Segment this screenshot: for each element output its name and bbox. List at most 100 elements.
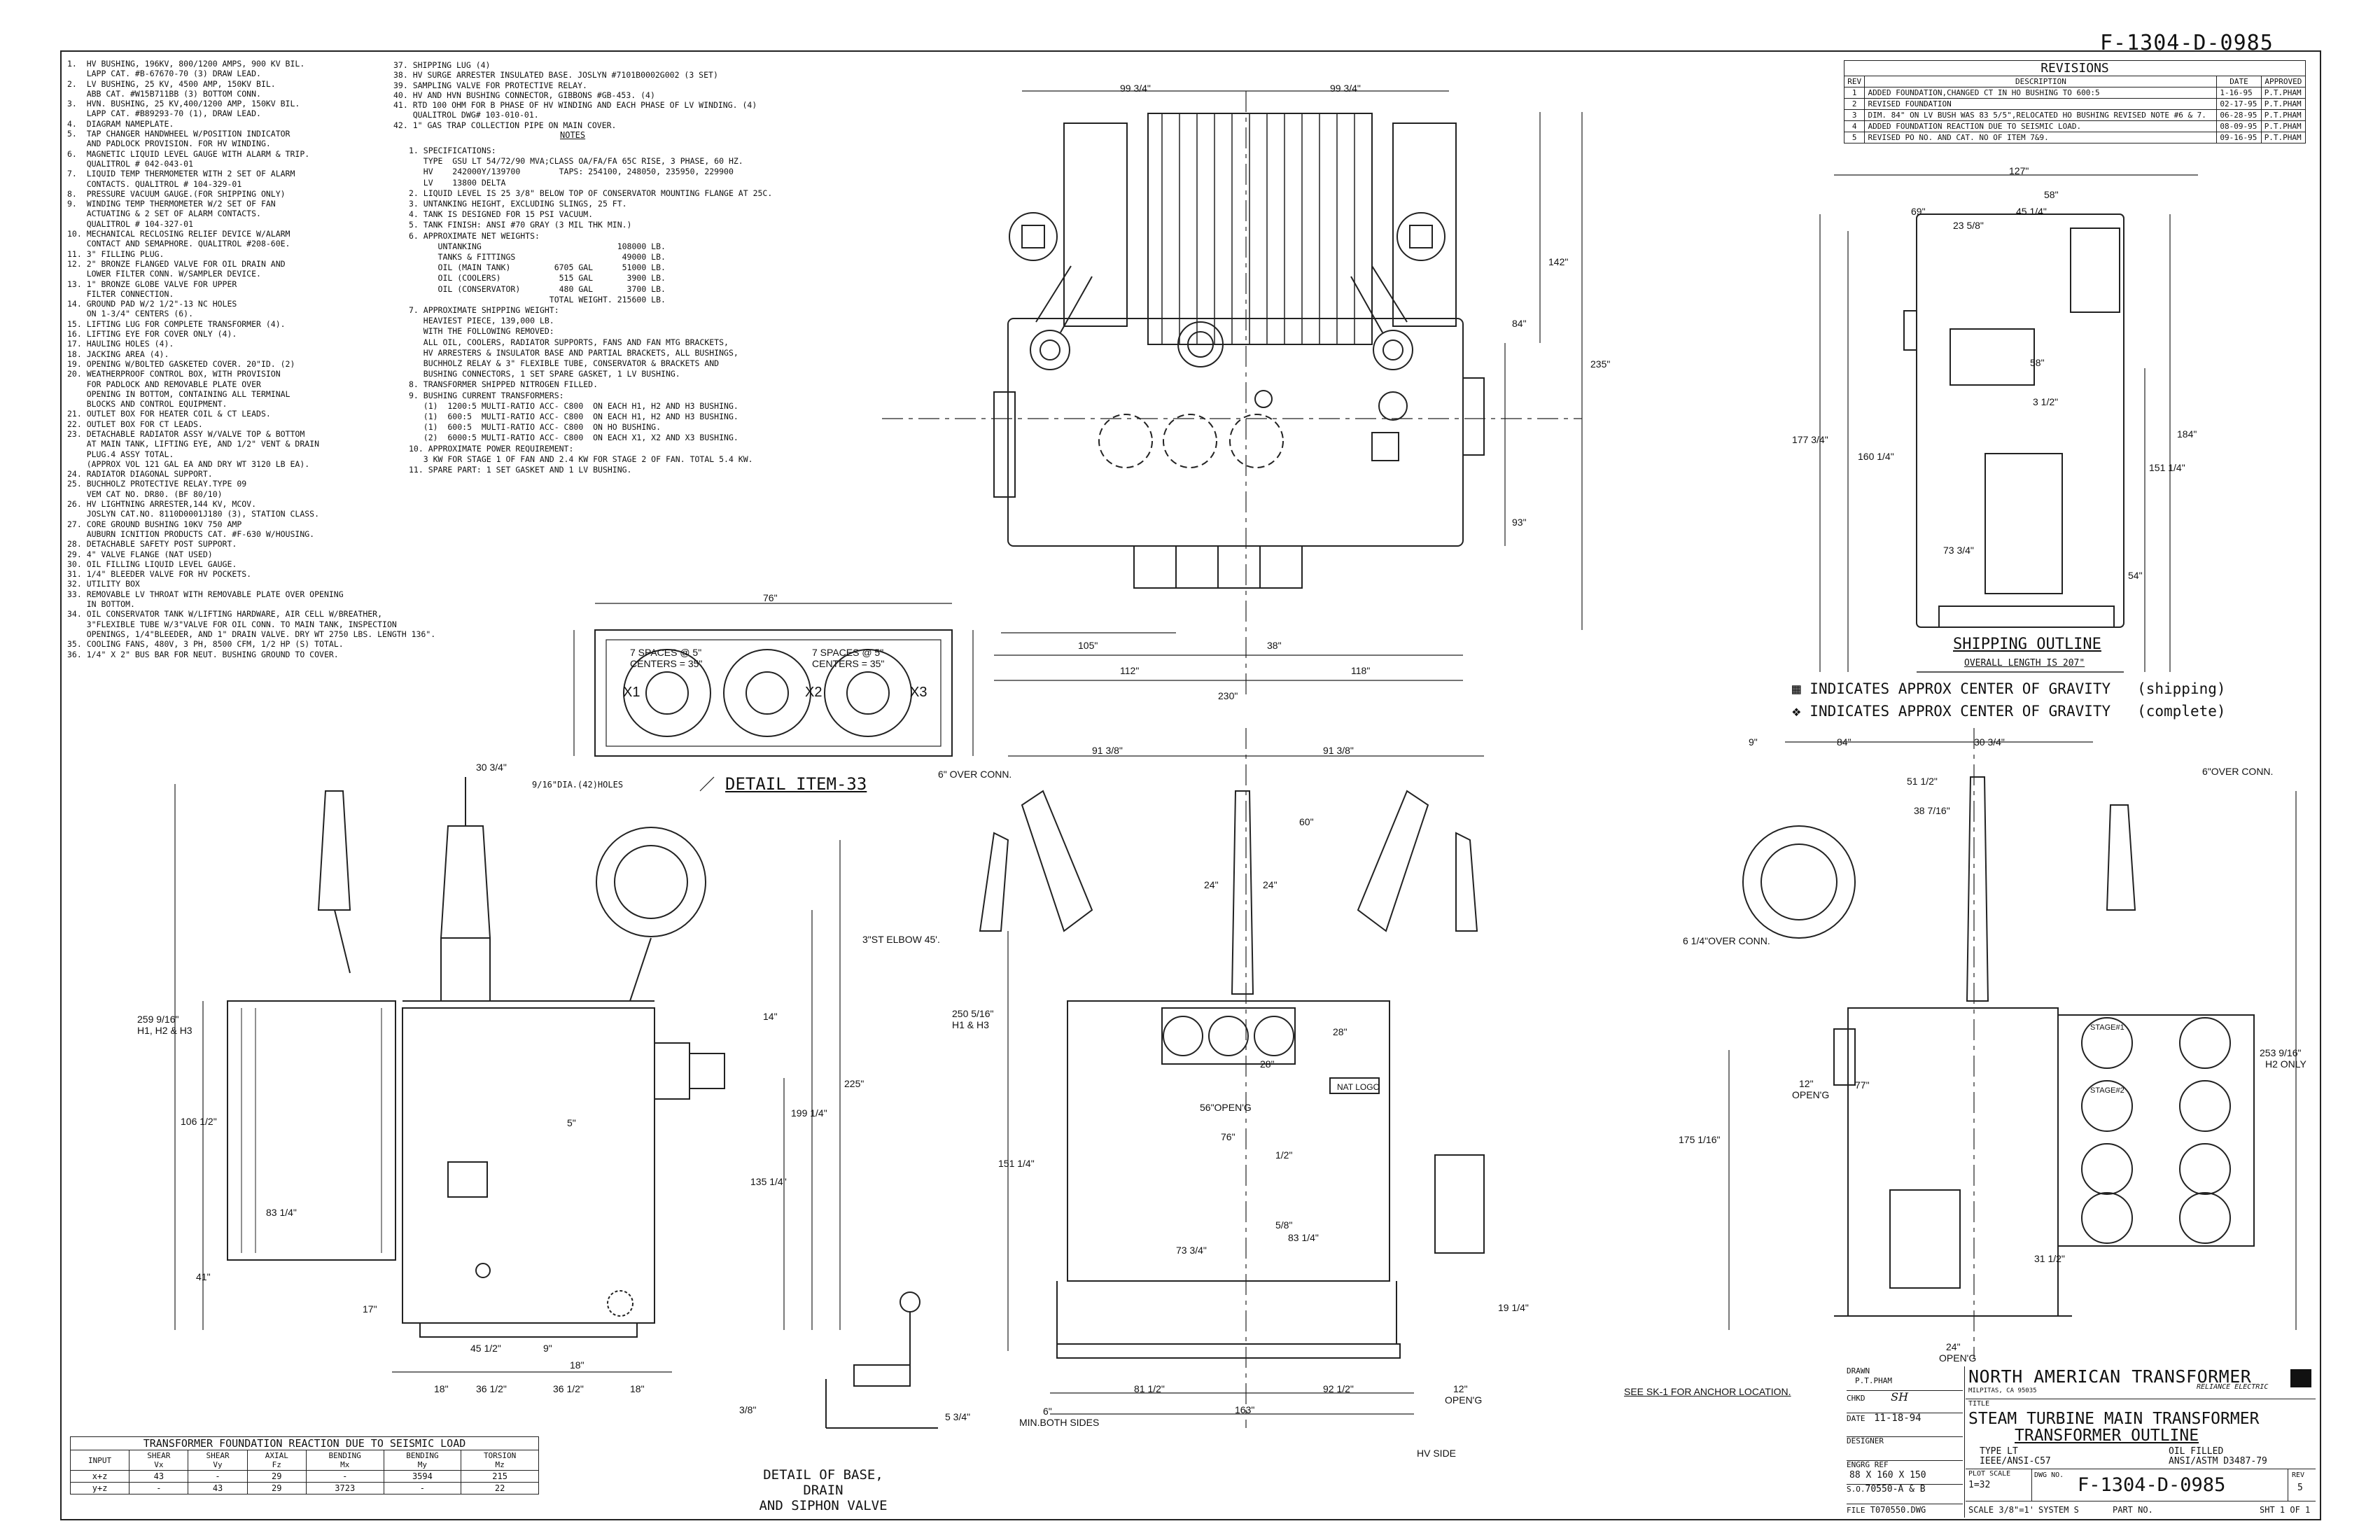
dim-sh-177: 177 3/4" [1792,434,1828,445]
dim-s1-106: 106 1/2" [181,1116,217,1127]
dwg-label: DWG NO. [2034,1471,2064,1479]
parts-list-line: 42. 1" GAS TRAP COLLECTION PIPE ON MAIN … [393,120,617,130]
parts-list-line: 2. LV BUSHING, 25 KV, 4500 AMP, 150KV BI… [67,78,276,89]
seismic-title: TRANSFORMER FOUNDATION REACTION DUE TO S… [70,1436,539,1450]
note-line: OIL (COOLERS) 515 GAL 3900 LB. [409,273,666,284]
detail33-spaces-left: 7 SPACES @ 5" [630,647,702,658]
note-line: 6. APPROXIMATE NET WEIGHTS: [409,230,540,241]
parts-list-line: QUALITROL DWG# 103-010-01. [393,110,539,120]
parts-list-line: 16. LIFTING EYE FOR COVER ONLY (4). [67,329,237,340]
detail-base-title-line1: DETAIL OF BASE, DRAIN [763,1467,883,1498]
parts-list-line: AT MAIN TANK, LIFTING EYE, AND 1/2" VENT… [67,439,320,449]
front-base [1056,1343,1401,1359]
plot-value: 1=32 [1968,1480,1991,1490]
scale-value: 3/8"=1' [1998,1505,2034,1515]
parts-list-line: 12. 2" BRONZE FLANGED VALVE FOR OIL DRAI… [67,258,286,269]
dim-sh-58a: 58" [2044,189,2059,200]
plot-label: PLOT SCALE [1968,1470,2011,1478]
dim-r-anchor: SEE SK-1 FOR ANCHOR LOCATION. [1624,1386,1791,1397]
sheet-cell: SHT 1 OF 1 [2260,1505,2311,1515]
right-conservator [1742,825,1856,939]
seismic-header-cell: INPUT [69,1450,130,1471]
drawing-frame [60,50,2321,1520]
detail-base-title: DETAIL OF BASE, DRAIN AND SIPHON VALVE [739,1467,907,1513]
dim-sh-58b: 58" [2030,357,2045,368]
parts-list-line: FOR PADLOCK AND REMOVABLE PLATE OVER [67,379,261,389]
file-cell: FILE T070550.DWG [1847,1505,1963,1518]
dim-sh-160: 160 1/4" [1858,451,1894,462]
parts-list-line: 36. 1/4" X 2" BUS BAR FOR NEUT. BUSHING … [67,649,339,659]
dim-r-over: 6"OVER CONN. [2202,766,2274,777]
cog-complete-legend: ❖ INDICATES APPROX CENTER OF GRAVITY (co… [1792,703,2226,720]
note-line: OIL (CONSERVATOR) 480 GAL 3700 LB. [409,284,666,294]
title-std-1: IEEE/ANSI-C57 [1980,1456,2051,1466]
top-bushing-h3 [1373,330,1413,370]
seismic-cell: - [129,1482,189,1494]
note-line: 4. TANK IS DESIGNED FOR 15 PSI VACUUM. [409,209,594,220]
rev-value: 5 [2297,1483,2303,1493]
dim-r-open2: OPEN'G [1939,1352,1977,1364]
top-radiator-fins [1161,113,1355,344]
date-value: 11-18-94 [1874,1413,1921,1424]
dim-s1-45: 45 1/2" [470,1343,501,1354]
seismic-header-cell: TORSION Mz [461,1450,539,1471]
parts-list-continued: 37. SHIPPING LUG (4)38. HV SURGE ARRESTE… [393,60,785,130]
revisions-header-cell: DESCRIPTION [1864,76,2218,88]
note-line: 3 KW FOR STAGE 1 OF FAN AND 2.4 KW FOR S… [409,454,753,464]
dim-top-38: 38" [1267,640,1282,651]
parts-list-line: 24. RADIATOR DIAGONAL SUPPORT. [67,469,213,479]
detail33-centers-right: CENTERS = 35" [812,658,885,669]
dim-s1-14: 14" [763,1011,778,1022]
dim-r-6: 6 1/4"OVER CONN. [1683,935,1770,946]
system-label: SYSTEM [2038,1505,2069,1515]
detail-33-plate [594,629,953,757]
parts-list-line: AND PADLOCK PROVISION. FOR HV WINDING. [67,139,271,149]
parts-list-line: 40. HV AND HVN BUSHING CONNECTOR, GIBBON… [393,90,655,100]
shipping-outline-view [1819,174,2198,673]
designer-label: DESIGNER [1847,1436,1884,1446]
dim-f-1: 1/2" [1275,1149,1293,1161]
parts-list-line: PLUG.4 ASSY TOTAL. [67,449,174,459]
note-line: (1) 1200:5 MULTI-RATIO ACC- C800 ON EACH… [409,400,738,411]
dim-f-151: 151 1/4" [998,1158,1035,1169]
dim-f-over: 6" OVER CONN. [938,769,1012,780]
system-cell: SYSTEM S [2038,1505,2079,1515]
parts-list-line: 15. LIFTING LUG FOR COMPLETE TRANSFORMER… [67,318,286,329]
drawing-number-top: F-1304-D-0985 [2100,31,2274,55]
title-oil: OIL FILLED [2169,1446,2224,1457]
parts-list-line: AUBURN ICNITION PRODUCTS CAT. #F-630 W/H… [67,528,315,539]
revisions-cell: 5 [1843,132,1865,144]
side-elevation-right [1728,728,2297,1358]
front-main-tank [1067,1000,1390,1282]
seismic-cell: 22 [461,1482,539,1494]
revisions-cell: P.T.PHAM [2260,98,2306,110]
note-line: TOTAL WEIGHT. 215600 LB. [409,294,666,304]
top-arrester-right [1396,212,1446,261]
dim-b-38: 3/8" [739,1404,757,1415]
company-name: NORTH AMERICAN TRANSFORMER [1968,1366,2252,1387]
left-main-tank [402,1007,655,1324]
side-elevation-left [174,777,841,1373]
right-arrester [2106,804,2136,911]
note-line: BUCHHOLZ RELAY & 3" FLEXIBLE TUBE, CONSE… [409,358,720,369]
dim-r-38: 38 7/16" [1914,805,1950,816]
note-line: 10. APPROXIMATE POWER REQUIREMENT: [409,443,574,454]
dim-f-24a: 24" [1204,879,1219,890]
dim-s1-199: 199 1/4" [791,1107,827,1119]
detail-33-x1 [623,649,711,737]
so-value: 70550-A & B [1865,1484,1926,1494]
dim-f-81: 81 1/2" [1134,1383,1165,1394]
date-cell: DATE 11-18-94 [1847,1413,1963,1437]
note-line: HEAVIEST PIECE, 139,000 LB. [409,316,554,326]
parts-list-line: 18. JACKING AREA (4). [67,349,169,359]
dim-s1-259: 259 9/16" [137,1014,179,1025]
detail-33-view [573,603,974,792]
engrg-value: 88 X 160 X 150 [1849,1470,1926,1480]
dim-r-77: 77" [1855,1079,1870,1091]
cog-complete-text: INDICATES APPROX CENTER OF GRAVITY (comp… [1809,703,2226,720]
dim-f-76: 76" [1221,1131,1236,1142]
